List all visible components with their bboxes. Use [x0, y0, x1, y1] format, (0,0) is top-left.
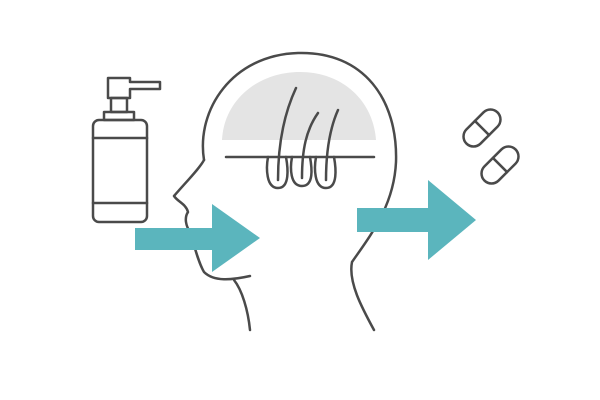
- hair-strand-2: [300, 111, 320, 180]
- face-profile: [172, 158, 252, 281]
- hair-follicle-icon: [224, 86, 376, 190]
- spray-bottle-icon: [91, 76, 162, 224]
- capsule-pill-icon: [462, 108, 520, 185]
- flow-arrows: [135, 180, 476, 272]
- head-outline: [201, 51, 398, 332]
- spray-bottle-body: [91, 118, 149, 224]
- head-profile-icon: [172, 51, 398, 332]
- capsule-pill-top: [462, 108, 502, 148]
- follicle-2: [289, 155, 313, 188]
- capsule-bottom-seam: [491, 156, 509, 174]
- neck-line: [232, 278, 252, 332]
- follicle-3: [313, 155, 337, 190]
- scalp-section: [222, 72, 376, 140]
- spray-nozzle: [106, 76, 162, 100]
- arrow-into-head: [135, 204, 260, 272]
- capsule-pill-bottom: [480, 145, 520, 185]
- follicle-1: [265, 155, 289, 190]
- arrow-out-to-pills: [357, 180, 476, 260]
- hair-strand-3: [324, 108, 340, 182]
- capsule-top-seam: [473, 119, 491, 137]
- spray-pump-neck: [109, 96, 129, 114]
- hair-strand-1: [276, 86, 298, 182]
